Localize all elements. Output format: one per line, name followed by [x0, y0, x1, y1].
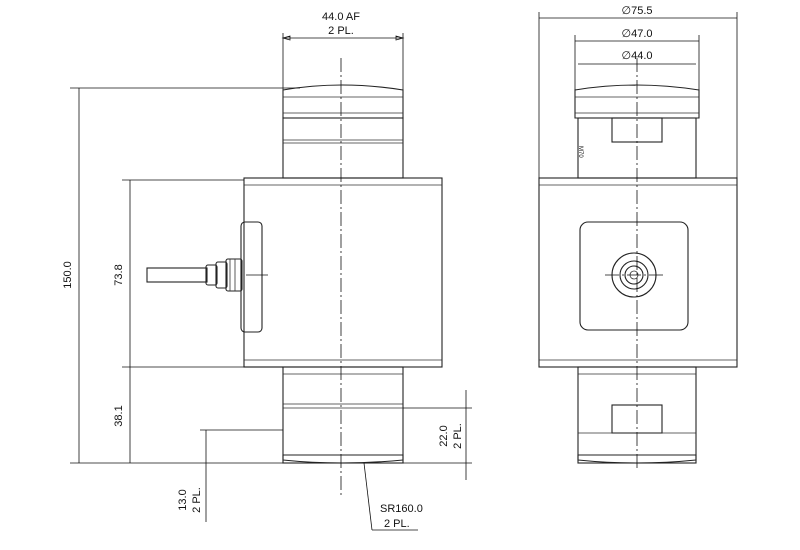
front-dimensions: 44.0 AF 2 PL. 150.0 73.8 38.1 22.0 2 PL.…: [62, 11, 472, 531]
front-cable: [146, 267, 208, 283]
front-view: [146, 58, 443, 495]
front-cable-plate: [240, 221, 263, 333]
dim-height-total: 150.0: [62, 261, 74, 289]
dim-dia-inner: ∅44.0: [622, 50, 653, 62]
side-dimensions: ∅75.5 ∅47.0 ∅44.0: [538, 5, 738, 178]
dim-dia-mid: ∅47.0: [622, 28, 653, 40]
side-thread-label: M70: [577, 146, 583, 158]
front-top-dome: [282, 84, 404, 119]
side-view: M70: [538, 58, 738, 470]
front-main-body: [243, 177, 443, 368]
dim-thread-len-count: 2 PL.: [452, 423, 464, 449]
side-connector-plate: [579, 221, 689, 331]
dim-height-body: 73.8: [113, 264, 125, 285]
dim-thread-len: 22.0: [438, 425, 450, 446]
side-bottom-dome: [577, 454, 697, 464]
dim-height-lower: 38.1: [113, 405, 125, 426]
front-upper-stem: [282, 117, 404, 179]
dim-hex-af-count: 2 PL.: [328, 25, 354, 37]
dim-dia-outer: ∅75.5: [622, 5, 653, 17]
side-main-body: [538, 177, 738, 368]
dim-bottom-offset-count: 2 PL.: [191, 487, 203, 513]
front-bottom-dome: [282, 454, 404, 464]
side-top-dome: [574, 84, 700, 119]
dim-sphere-radius-count: 2 PL.: [384, 518, 410, 530]
front-lower-stem: [282, 366, 404, 464]
dim-hex-af: 44.0 AF: [322, 11, 360, 23]
front-cable-gland: [205, 258, 243, 292]
dim-bottom-offset: 13.0: [177, 489, 189, 510]
dim-sphere-radius: SR160.0: [380, 503, 423, 515]
